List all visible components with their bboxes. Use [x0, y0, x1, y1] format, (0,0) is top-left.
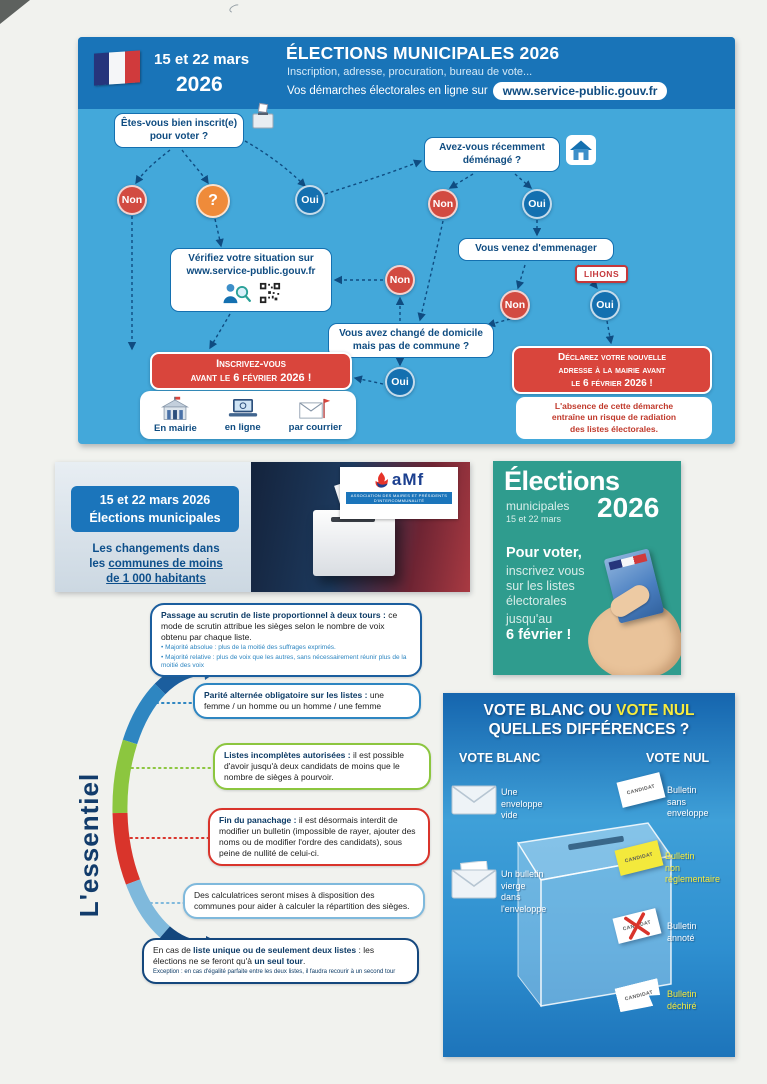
top-header: 15 et 22 mars 2026 ÉLECTIONS MUNICIPALES…	[78, 37, 735, 109]
green-line2: inscrivez vous	[506, 564, 585, 578]
scan-corner-artifact	[0, 0, 30, 24]
page-title: ÉLECTIONS MUNICIPALES 2026	[286, 43, 560, 63]
question-mark-circle: ?	[196, 184, 230, 218]
mail-icon	[299, 398, 331, 419]
inscrivez-banner: Inscrivez-vous avant le 6 février 2026 !	[150, 352, 352, 390]
lihons-town-sign: LIHONS	[575, 265, 629, 283]
green-dates: 15 et 22 mars	[506, 514, 562, 524]
amf-sub-line1: Les changements dans	[92, 543, 220, 555]
green-title: Élections	[504, 466, 620, 496]
amf-sub-line2: les communes de moins	[89, 557, 223, 570]
non-circle-3: Non	[385, 265, 415, 295]
non-circle-4: Non	[500, 290, 530, 320]
envelope-with-blank-ballot-icon	[451, 860, 497, 904]
top-infographic: 15 et 22 mars 2026 ÉLECTIONS MUNICIPALES…	[78, 37, 735, 444]
qr-code-icon	[259, 282, 281, 304]
green-line5: jusqu'au	[506, 612, 553, 626]
green-line1: Pour voter,	[506, 545, 582, 561]
non-circle-2: Non	[428, 189, 458, 219]
vote-blanc-nul-infographic: VOTE BLANC OU VOTE NUL QUELLES DIFFÉRENC…	[443, 693, 735, 1057]
oui-circle-3: Oui	[590, 290, 620, 320]
amf-date-box: 15 et 22 mars 2026 Élections municipales	[71, 486, 239, 532]
person-magnifier-icon	[223, 284, 251, 304]
ballot-card-3: CANDIDAT	[612, 908, 662, 944]
essentiel-infographic: L'essentiel Passage au scrutin de liste …	[55, 598, 470, 1040]
channel-en-ligne-label: en ligne	[224, 421, 261, 433]
essentiel-item-3: Listes incomplètes autorisées : il est p…	[213, 743, 431, 791]
channel-en-ligne: en ligne	[225, 398, 261, 433]
transparent-ballot-box	[516, 822, 673, 1008]
townhall-icon	[161, 396, 190, 420]
blanc-label-1: Une enveloppe vide	[501, 787, 543, 821]
red-cross-icon	[624, 912, 650, 940]
question-moved: Avez-vous récemment déménagé ?	[424, 137, 560, 172]
vote-title-line2: QUELLES DIFFÉRENCES ?	[488, 721, 690, 738]
nul-label-1: Bulletin sans enveloppe	[667, 785, 709, 819]
nul-label-3: Bulletin annoté	[667, 921, 697, 943]
radiation-warning: L'absence de cette démarche entraîne un …	[516, 397, 712, 439]
essentiel-item-4: Fin du panachage : il est désormais inte…	[208, 808, 430, 867]
amf-logo-tagline: ASSOCIATION DES MAIRES ET PRÉSIDENTS D'I…	[346, 492, 452, 504]
top-subtitle: Inscription, adresse, procuration, burea…	[287, 66, 533, 78]
scan-speck	[228, 2, 242, 15]
channel-courrier-label: par courrier	[288, 422, 342, 433]
amf-banner: 15 et 22 mars 2026 Élections municipales…	[55, 462, 470, 592]
amf-logo-row: aMf	[374, 470, 424, 490]
top-dates: 15 et 22 mars	[154, 51, 250, 68]
question-registered: Êtes-vous bien inscrit(e) pour voter ?	[114, 113, 244, 148]
top-cta-text: Vos démarches électorales en ligne sur	[287, 85, 488, 97]
amf-sub-line3: de 1 000 habitants	[106, 572, 206, 585]
top-year: 2026	[176, 73, 223, 96]
essentiel-item-5: Des calculatrices seront mises à disposi…	[183, 883, 425, 920]
green-line6: 6 février !	[506, 627, 572, 643]
house-icon	[566, 135, 596, 165]
col-header-vote-nul: VOTE NUL	[646, 751, 710, 765]
nul-label-2: Bulletin non réglementaire	[665, 851, 721, 885]
emmenager-box: Vous venez d'emmenager	[458, 238, 614, 261]
verify-line1: Vérifiez votre situation sur	[188, 253, 314, 264]
nul-label-4: Bulletin déchiré	[667, 989, 697, 1011]
amf-logo-text: aMf	[391, 470, 425, 489]
green-year: 2026	[597, 492, 660, 523]
declarez-banner: Déclarez votre nouvelle adresse à la mai…	[512, 346, 712, 394]
col-header-vote-blanc: VOTE BLANC	[459, 751, 541, 765]
service-public-url[interactable]: www.service-public.gouv.fr	[492, 82, 668, 100]
amf-subtitle: Les changements dans les communes de moi…	[61, 542, 251, 587]
vote-title-line1: VOTE BLANC OU VOTE NUL	[483, 702, 695, 719]
ballot-box-icon	[252, 102, 274, 129]
amf-logo: aMf ASSOCIATION DES MAIRES ET PRÉSIDENTS…	[340, 467, 458, 519]
green-line3: sur les listes	[506, 579, 575, 593]
channel-mairie-label: En mairie	[153, 423, 197, 434]
top-cta-row: Vos démarches électorales en ligne sur w…	[287, 82, 668, 100]
green-line4: électorales	[506, 594, 567, 608]
essentiel-item-6: En cas de liste unique ou de seulement d…	[142, 938, 419, 984]
empty-envelope-icon	[451, 783, 497, 820]
blanc-label-2: Un bulletin vierge dans l'enveloppe	[501, 869, 547, 915]
oui-circle-4: Oui	[385, 367, 415, 397]
essentiel-item-2: Parité alternée obligatoire sur les list…	[193, 683, 421, 720]
channel-courrier: par courrier	[289, 397, 342, 433]
essentiel-item-6-exception: Exception : en cas d'égalité parfaite en…	[153, 969, 396, 976]
domicile-box: Vous avez changé de domicile mais pas de…	[328, 323, 494, 358]
green-poster: Élections municipales 15 et 22 mars 2026…	[493, 461, 681, 675]
verify-box: Vérifiez votre situation sur www.service…	[170, 248, 332, 312]
laptop-icon	[228, 398, 257, 416]
ballot-urn	[313, 510, 395, 576]
green-subtitle: municipales	[506, 499, 570, 513]
non-circle-1: Non	[117, 185, 147, 215]
essentiel-item-1: Passage au scrutin de liste proportionne…	[150, 603, 422, 678]
amf-date-line1: 15 et 22 mars 2026	[99, 492, 211, 507]
channel-mairie: En mairie	[154, 396, 197, 434]
registration-channels: En mairie en ligne par courrier	[140, 391, 356, 439]
verify-url[interactable]: www.service-public.gouv.fr	[186, 265, 316, 277]
amf-date-line2: Élections municipales	[89, 511, 221, 525]
verify-icons	[176, 281, 326, 305]
amf-flame-icon	[375, 471, 388, 488]
oui-circle-2: Oui	[522, 189, 552, 219]
essentiel-item-1-bullet2: Majorité relative : plus de voix que les…	[161, 654, 411, 671]
oui-circle-1: Oui	[295, 185, 325, 215]
essentiel-item-1-bullet1: Majorité absolue : plus de la moitié des…	[161, 644, 411, 652]
